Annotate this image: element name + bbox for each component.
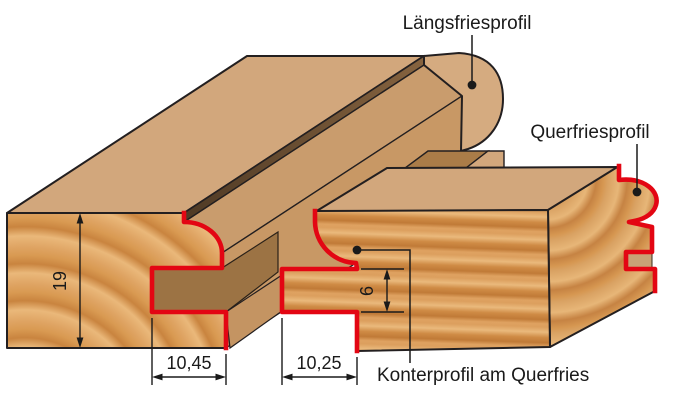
querfries-front-face <box>281 209 551 352</box>
querfries-end-groove <box>625 251 653 270</box>
laengsfries-profile-outline <box>149 210 229 351</box>
leader-dot-querfries <box>632 187 642 197</box>
dimension-tongue-thickness-value: 6 <box>357 286 377 296</box>
callout-konterprofil: Konterprofil am Querfries <box>352 245 589 386</box>
label-laengsfriesprofil: Längsfriesprofil <box>403 13 532 34</box>
laengsfries-end-face <box>423 52 504 152</box>
dimension-board-height-value: 19 <box>50 271 70 291</box>
dimension-tongue-length-value: 10,25 <box>296 353 341 373</box>
dimension-board-height: 19 <box>50 213 84 348</box>
callout-querfriesprofil: Querfriesprofil <box>530 122 650 197</box>
dimension-tongue-thickness: 6 <box>357 268 404 313</box>
dimension-tongue-length: 10,25 <box>281 318 358 385</box>
dimension-groove-depth: 10,45 <box>151 318 227 385</box>
dimension-groove-depth-value: 10,45 <box>166 353 211 373</box>
callouts: Längsfriesprofil Querfriesprofil Konterp… <box>352 13 650 386</box>
querfries-board <box>279 163 659 354</box>
label-querfriesprofil: Querfriesprofil <box>530 122 649 143</box>
leader-dot-konterprofil <box>352 245 362 255</box>
label-konterprofil: Konterprofil am Querfries <box>377 365 589 386</box>
konterprofil-outline <box>279 208 360 354</box>
leader-dot-laengsfries <box>467 80 477 90</box>
callout-laengsfriesprofil: Längsfriesprofil <box>403 13 532 90</box>
querfries-profile-outline <box>616 163 659 294</box>
dimensions: 19 10,45 10,25 6 <box>50 213 404 385</box>
